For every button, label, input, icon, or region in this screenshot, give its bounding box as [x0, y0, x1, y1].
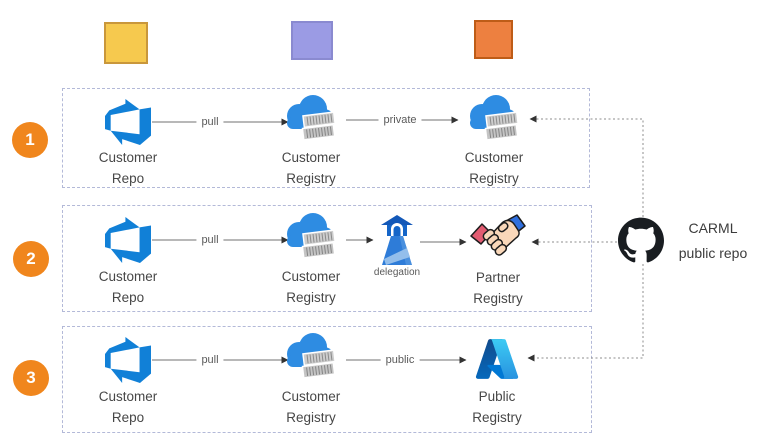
arrow-label-pull-1: pull [196, 116, 224, 128]
container-registry-icon [279, 211, 343, 269]
handshake-icon [470, 214, 526, 264]
scenario-1-badge: 1 [12, 122, 48, 158]
scenario-3-badge: 3 [13, 360, 49, 396]
arrow-label-public: public [380, 354, 420, 366]
lighthouse-icon [377, 214, 417, 266]
node-label-customer-registry-2: Customer Registry [464, 150, 524, 186]
node-label-delegation: delegation [373, 267, 421, 278]
arrow-label-pull-2: pull [196, 234, 224, 246]
node-label-customer-repo: Customer Repo [98, 269, 158, 305]
legend-swatch-orange [474, 20, 513, 59]
scenario-3-box [62, 326, 592, 433]
node-label-public-registry: Public Registry [472, 389, 522, 425]
scenario-2-box [62, 205, 592, 312]
node-label-customer-repo: Customer Repo [98, 389, 158, 425]
node-label-customer-registry: Customer Registry [281, 150, 341, 186]
container-registry-icon [279, 93, 343, 151]
azure-devops-icon [105, 337, 151, 383]
node-label-partner-registry: Partner Registry [473, 270, 523, 306]
carml-public-repo-label: CARML public repo [678, 220, 748, 261]
node-label-customer-registry: Customer Registry [281, 269, 341, 305]
azure-icon [473, 336, 521, 382]
github-icon [618, 217, 664, 263]
node-label-customer-registry: Customer Registry [281, 389, 341, 425]
container-registry-icon [279, 331, 343, 389]
azure-devops-icon [105, 217, 151, 263]
node-label-customer-repo: Customer Repo [98, 150, 158, 186]
arrow-label-pull-3: pull [196, 354, 224, 366]
container-registry-icon [462, 93, 526, 151]
scenario-1-box [62, 88, 590, 188]
legend-swatch-yellow [104, 22, 148, 64]
legend-swatch-purple [291, 21, 333, 60]
arrow-label-private: private [378, 114, 422, 126]
azure-devops-icon [105, 99, 151, 145]
scenario-2-badge: 2 [13, 241, 49, 277]
